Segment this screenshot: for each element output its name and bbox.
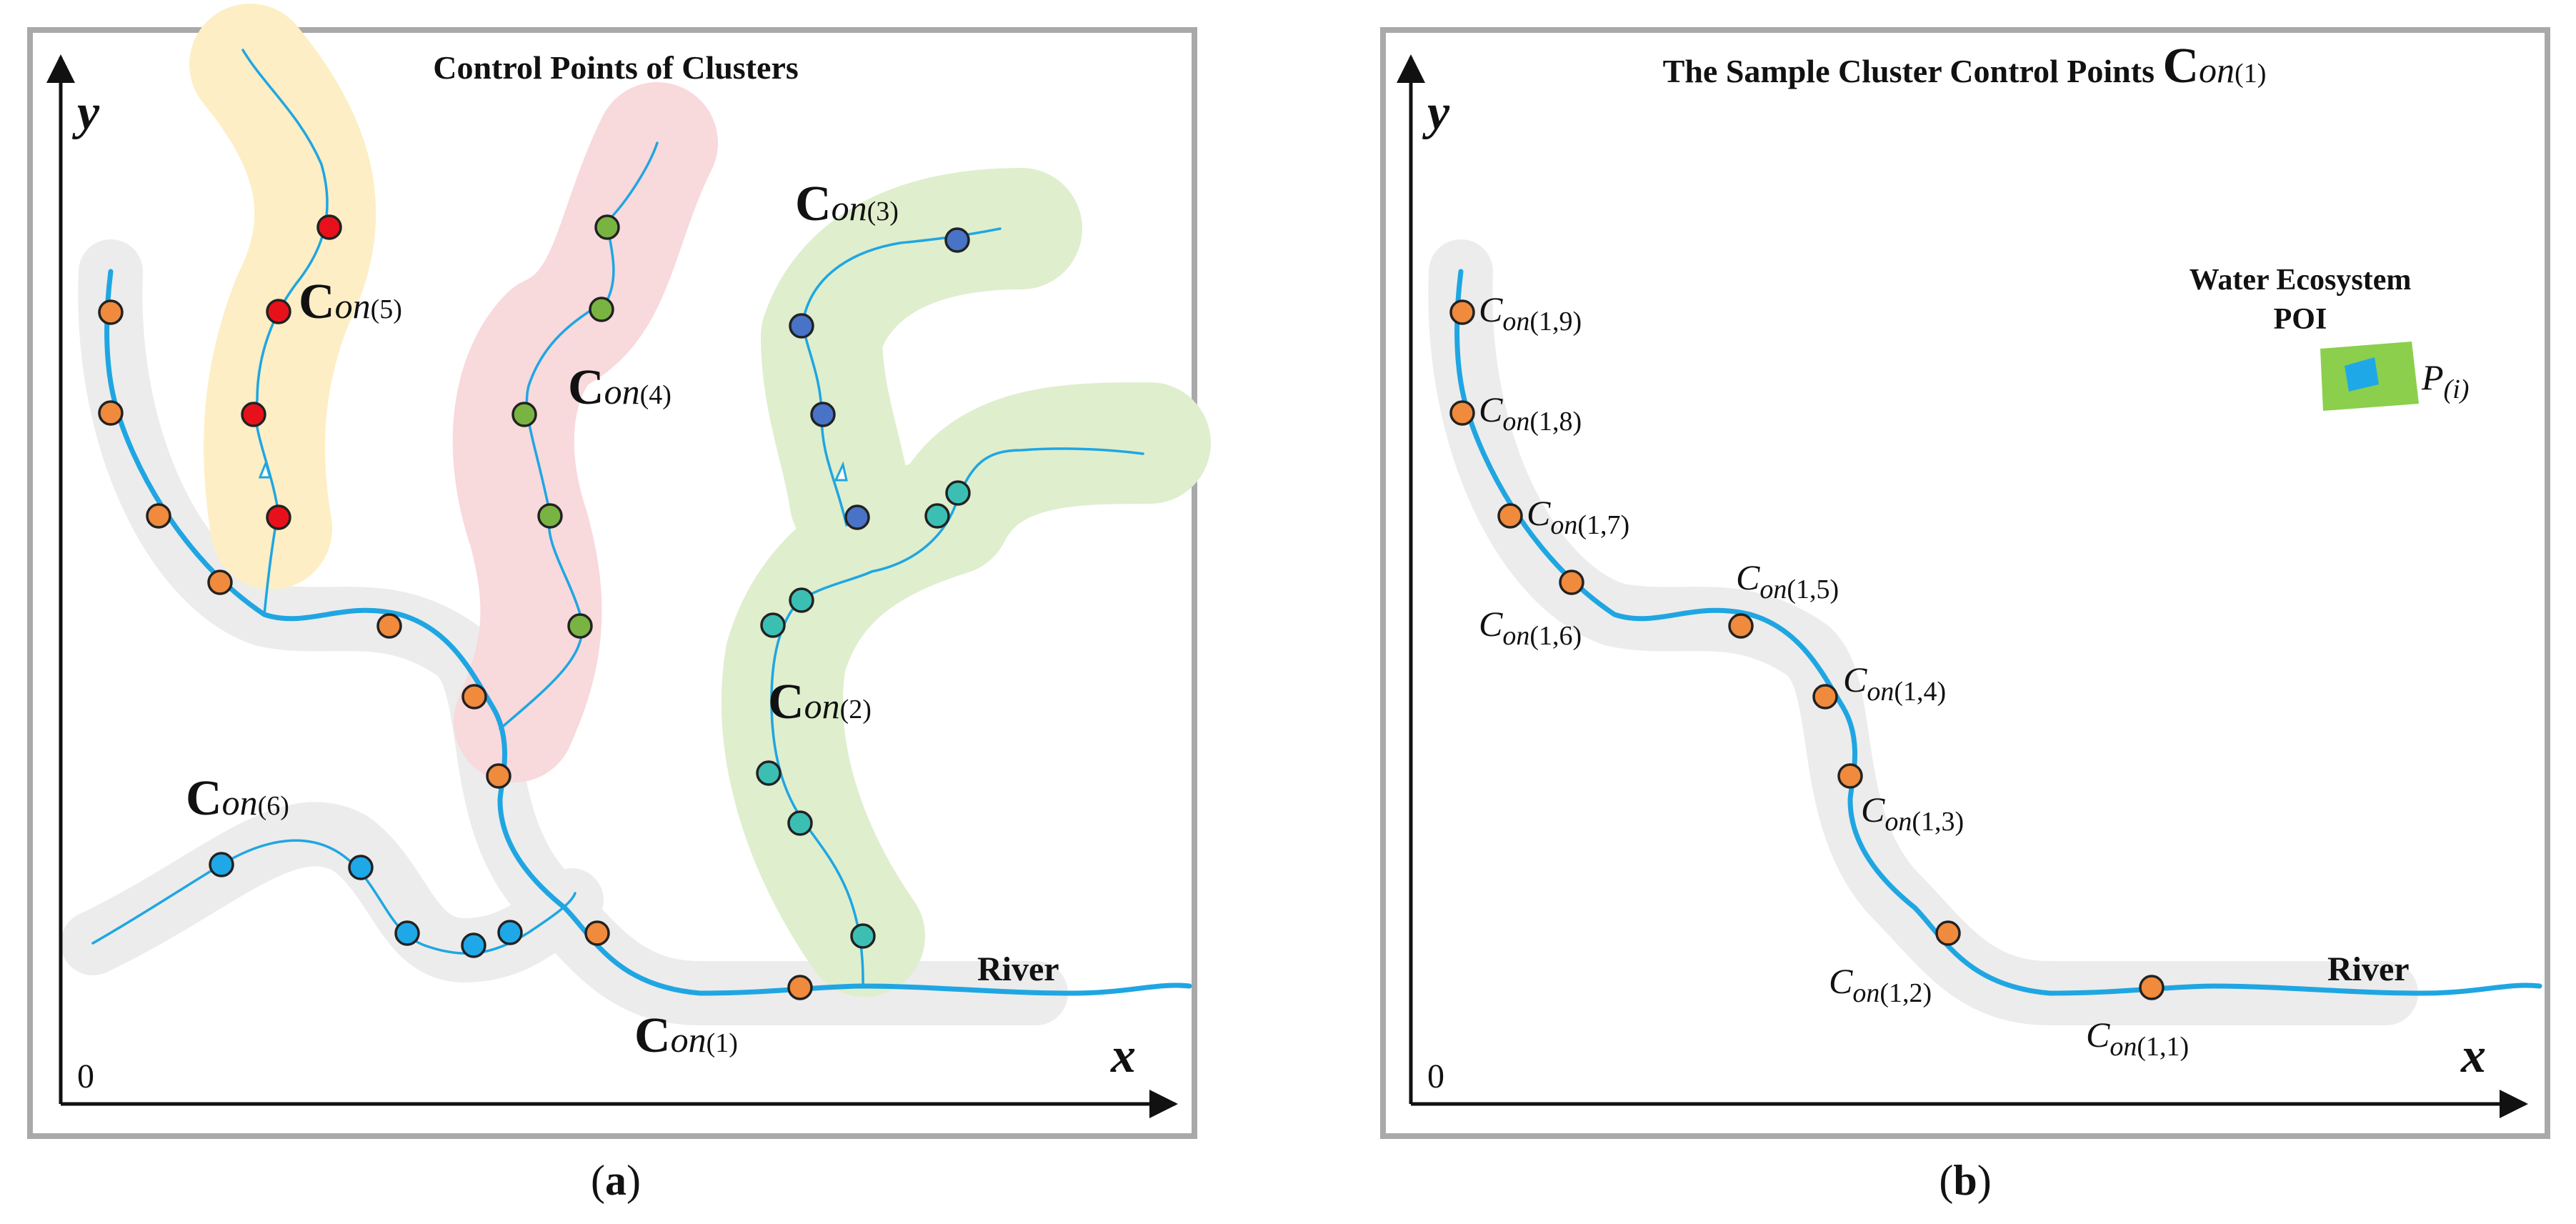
point-label-1-4: Con(1,4) (1843, 660, 1946, 707)
band-con4 (452, 82, 718, 782)
cluster-label-con4: Con(4) (568, 360, 672, 415)
flow-arrow-con3 (834, 461, 848, 482)
control-point (944, 227, 970, 253)
panel-a-title: Control Points of Clusters (433, 49, 799, 86)
point-label-1-5: Con(1,5) (1736, 557, 1839, 604)
point-label-1-3: Con(1,3) (1861, 790, 1964, 837)
points-b (1449, 299, 2165, 1000)
band-con1-b (1428, 239, 2418, 1026)
point-label-1-2: Con(1,2) (1829, 961, 1932, 1008)
control-point (567, 613, 593, 639)
cluster-label-con5: Con(5) (299, 274, 402, 329)
river-label-a: River (977, 950, 1059, 988)
origin-label-b: 0 (1427, 1058, 1444, 1095)
panel-b: Water Ecosystem POI P(i) Con(1,1) Con(1,… (1380, 27, 2550, 1204)
y-axis-label-b: y (1422, 85, 1450, 140)
control-point (584, 920, 610, 946)
point-label-1-6: Con(1,6) (1479, 604, 1582, 651)
cluster-label-con2: Con(2) (768, 675, 872, 730)
control-point (789, 313, 814, 339)
poi-label-line1: Water Ecosystem (2190, 264, 2412, 297)
origin-label-a: 0 (77, 1058, 94, 1095)
point-label-1-9: Con(1,9) (1479, 289, 1582, 337)
control-point (589, 297, 614, 322)
panel-b-title: The Sample Cluster Control Points Con(1) (1663, 39, 2267, 94)
points-con3 (789, 227, 970, 530)
control-point (2139, 975, 2165, 1000)
control-point (850, 923, 876, 949)
x-axis-label-a: x (1110, 1028, 1136, 1083)
control-point (376, 613, 402, 639)
control-point (1449, 299, 1475, 325)
control-point (787, 975, 813, 1000)
points-con1 (98, 299, 813, 1000)
control-point (1728, 613, 1754, 639)
control-point (945, 480, 971, 506)
river-label-b: River (2327, 950, 2410, 988)
points-con2 (756, 480, 971, 949)
control-point (266, 504, 291, 530)
control-point (537, 503, 563, 529)
control-point (844, 504, 870, 530)
control-point (1935, 920, 1961, 946)
control-point (241, 402, 266, 427)
river-main-b (1454, 269, 2542, 996)
control-point (146, 503, 171, 529)
panel-a: Control Points of Clusters y x 0 River C… (27, 4, 1211, 1204)
river-main-a (104, 269, 1192, 996)
y-axis-label-a: y (72, 85, 100, 140)
control-point (348, 855, 374, 880)
panel-a-caption: (a) (591, 1157, 641, 1204)
point-label-1-7: Con(1,7) (1527, 493, 1629, 540)
control-point (1449, 400, 1475, 426)
flow-arrow-con5 (258, 459, 272, 479)
poi-point-label: P(i) (2421, 357, 2469, 404)
x-axis-label-b: x (2460, 1028, 2486, 1083)
control-point (486, 763, 511, 789)
control-point (461, 684, 487, 710)
control-point (789, 587, 814, 613)
control-point (1497, 503, 1523, 529)
cluster-label-con1: Con(1) (634, 1008, 738, 1063)
control-point (316, 214, 342, 240)
panel-b-caption: (b) (1939, 1157, 1991, 1204)
cluster-label-con6: Con(6) (186, 771, 289, 826)
control-point (924, 503, 950, 529)
points-con4 (511, 214, 620, 639)
control-point (207, 569, 233, 595)
control-point (1559, 569, 1584, 595)
control-point (394, 920, 420, 946)
control-point (1812, 684, 1838, 710)
poi-marker (2320, 342, 2419, 411)
poi-label-line2: POI (2274, 303, 2327, 336)
points-con5 (241, 214, 342, 530)
panel-a-frame (27, 27, 1197, 1139)
control-point (266, 299, 291, 324)
point-label-1-1: Con(1,1) (2086, 1015, 2189, 1062)
control-point (511, 402, 537, 427)
points-con6 (209, 852, 523, 958)
control-point (209, 852, 234, 877)
point-label-1-8: Con(1,8) (1479, 389, 1582, 437)
control-point (594, 214, 620, 240)
control-point (787, 810, 813, 836)
panel-b-frame (1380, 27, 2550, 1139)
river-con6 (91, 839, 576, 955)
control-point (756, 760, 782, 786)
control-point (497, 920, 523, 945)
control-point (461, 932, 486, 958)
band-con5 (189, 4, 376, 589)
cluster-label-con3: Con(3) (795, 176, 899, 232)
control-point (760, 612, 786, 638)
control-point (810, 402, 836, 427)
control-point (1837, 763, 1863, 789)
poi-water-shape (2345, 357, 2379, 392)
control-point (98, 299, 124, 325)
band-con2 (722, 382, 1211, 997)
control-point (98, 400, 124, 426)
